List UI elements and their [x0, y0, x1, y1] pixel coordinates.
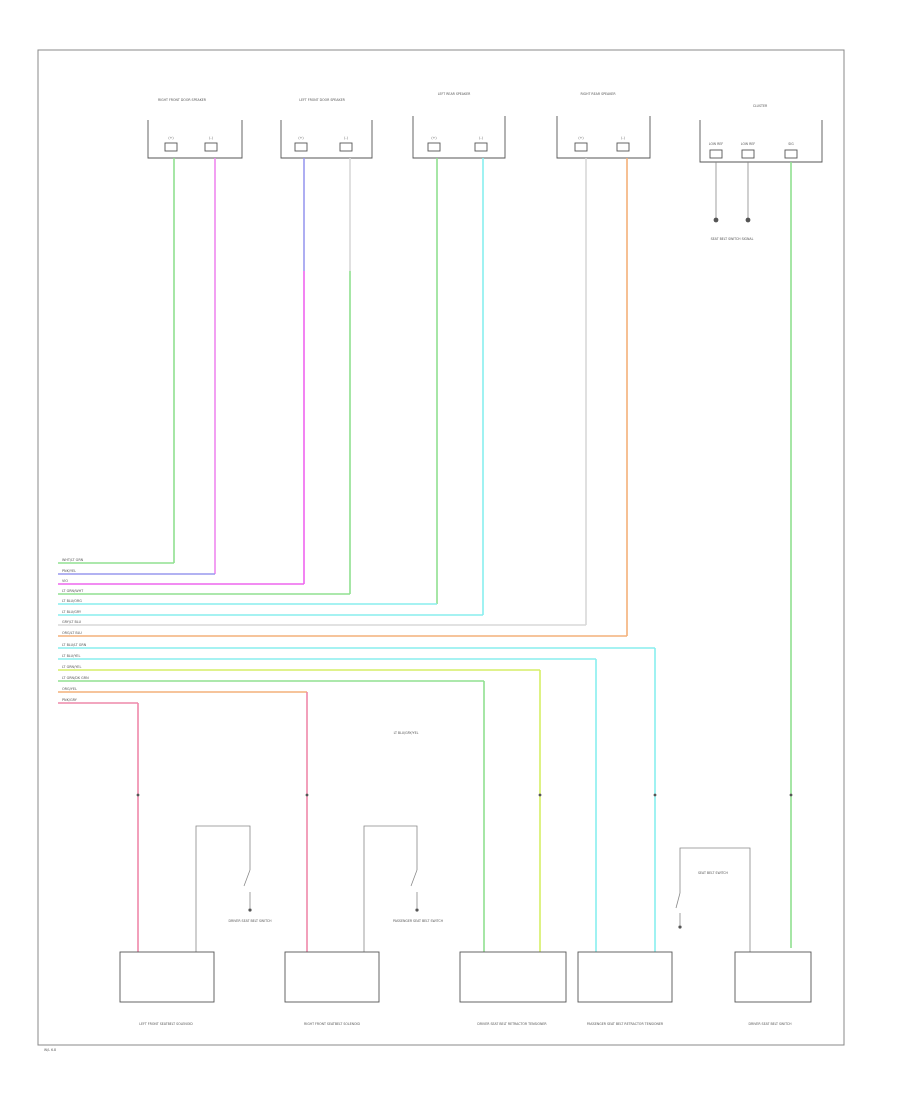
bus-label-14: PNK/GRY — [62, 698, 78, 702]
lf-switch-label: DRIVER SEAT BELT SWITCH — [229, 919, 273, 923]
bus-label-1: WHT/LT GRN — [62, 558, 84, 562]
splice-points — [136, 793, 793, 797]
bus-label-7: GRY/LT BLU — [62, 620, 82, 624]
wires-bottom — [137, 648, 656, 952]
cluster-pin-low-ref-2: LOW REF — [741, 142, 756, 146]
cluster-title: CLUSTER — [753, 104, 768, 108]
driver-buckle-title: DRIVER SEAT BELT SWITCH — [749, 1022, 793, 1026]
rr-speaker-pin-plus: (+) — [578, 136, 583, 140]
lf-door-speaker: LEFT FRONT DOOR SPEAKER (+) (-) — [280, 98, 373, 159]
driver-retractor: DRIVER SEAT BELT RETRACTOR TENSIONER — [459, 951, 567, 1026]
bus-labels: WHT/LT GRN PNK/YEL VIO LT GRN/WHT LT BLU… — [62, 558, 89, 702]
lf-seatbelt-solenoid: DRIVER SEAT BELT SWITCH LEFT FRONT SEATB… — [119, 825, 273, 1026]
pass-retractor-title: PASSENGER SEAT BELT RETRACTOR TENSIONER — [587, 1022, 664, 1026]
bus-label-13: ORG/YEL — [62, 687, 77, 691]
rf-seatbelt-solenoid: PASSENGER SEAT BELT SWITCH RIGHT FRONT S… — [284, 825, 444, 1026]
diagram-frame — [37, 49, 845, 1046]
rf-switch-label: PASSENGER SEAT BELT SWITCH — [393, 919, 444, 923]
bus-label-8: ORG/LT BLU — [62, 631, 82, 635]
lf-door-pin-plus: (+) — [298, 136, 303, 140]
bus-label-3: VIO — [62, 579, 68, 583]
bus-label-2: PNK/YEL — [62, 569, 76, 573]
rr-speaker: RIGHT REAR SPEAKER (+) (-) — [556, 92, 651, 159]
bus-label-5: LT BLU/ORG — [62, 599, 82, 603]
lr-speaker-pin-plus: (+) — [431, 136, 436, 140]
mid-label: LT BLU/GRY/YEL — [394, 731, 419, 735]
lr-speaker-title: LEFT REAR SPEAKER — [438, 92, 471, 96]
cluster-pin-low-ref-1: LOW REF — [709, 142, 724, 146]
lf-seatbelt-title: LEFT FRONT SEATBELT SOLENOID — [139, 1022, 193, 1026]
bus-label-12: LT GRN/DK GRN — [62, 676, 89, 680]
driver-retractor-title: DRIVER SEAT BELT RETRACTOR TENSIONER — [477, 1022, 547, 1026]
bus-label-10: LT BLU/YEL — [62, 654, 80, 658]
lf-door-pin-minus: (-) — [344, 136, 348, 140]
rf-door-speaker-title: RIGHT FRONT DOOR SPEAKER — [158, 98, 207, 102]
rf-door-pin-plus: (+) — [168, 136, 173, 140]
lr-speaker-pin-minus: (-) — [479, 136, 483, 140]
rr-speaker-title: RIGHT REAR SPEAKER — [580, 92, 616, 96]
rf-door-speaker: RIGHT FRONT DOOR SPEAKER (+) (-) — [147, 98, 243, 159]
lf-door-speaker-title: LEFT FRONT DOOR SPEAKER — [299, 98, 345, 102]
rf-door-pin-minus: (-) — [209, 136, 213, 140]
bus-wires — [58, 562, 655, 704]
bus-label-11: LT GRN/YEL — [62, 665, 81, 669]
cluster-pin-sig: SIG — [788, 142, 794, 146]
driver-buckle: SEAT BELT SWITCH DRIVER SEAT BELT SWITCH — [675, 847, 812, 1026]
lr-speaker: LEFT REAR SPEAKER (+) (-) — [412, 92, 506, 159]
cluster: CLUSTER LOW REF LOW REF SIG SEAT BELT SW… — [699, 104, 823, 241]
buckle-switch-label: SEAT BELT SWITCH — [698, 871, 729, 875]
pass-retractor: PASSENGER SEAT BELT RETRACTOR TENSIONER — [577, 951, 673, 1026]
footer-code: W/L 6.8 — [44, 1048, 56, 1052]
cluster-sub-label: SEAT BELT SWITCH SIGNAL — [711, 237, 754, 241]
rf-seatbelt-title: RIGHT FRONT SEATBELT SOLENOID — [304, 1022, 360, 1026]
bus-label-9: LT BLU/LT GRN — [62, 643, 87, 647]
bus-label-6: LT BLU/GRY — [62, 610, 82, 614]
rr-speaker-pin-minus: (-) — [621, 136, 625, 140]
bus-label-4: LT GRN/WHT — [62, 589, 84, 593]
wires-top — [173, 158, 792, 948]
